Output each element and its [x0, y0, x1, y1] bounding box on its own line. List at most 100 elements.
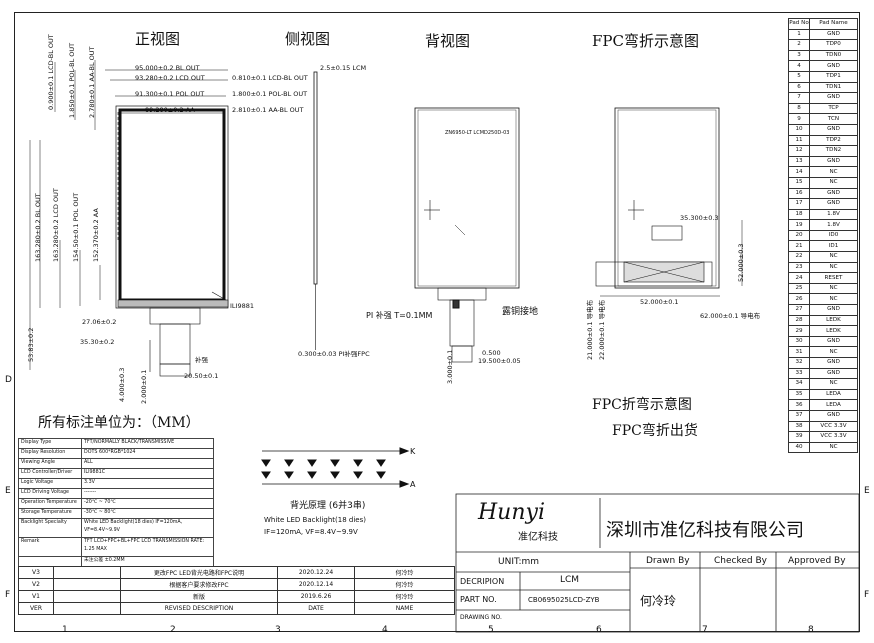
pad-number: 5 — [788, 70, 810, 83]
pad-name: GND — [809, 28, 858, 41]
pad-number: 40 — [788, 441, 810, 454]
pad-number: 16 — [788, 187, 810, 200]
dim-pi-fpc: 0.300±0.03 PI补强FPC — [298, 350, 370, 358]
rev-desc: 更改FPC LED背光电路和FPC说明 — [120, 566, 278, 579]
pad-name: NC — [809, 282, 858, 295]
pad-number: 9 — [788, 113, 810, 125]
rev-blank — [53, 578, 121, 591]
grid-col-2: 2 — [170, 625, 176, 635]
pad-name: NC — [809, 251, 858, 263]
pad-name: TDN1 — [809, 81, 858, 94]
approved-by-label: Approved By — [788, 556, 846, 566]
dim-v-aa: 152.370±0.2 AA — [92, 208, 100, 262]
grid-row-e: E — [5, 486, 11, 496]
pad-number: 14 — [788, 166, 810, 178]
note-small: 补强 — [195, 356, 208, 364]
rev-desc: 根据客户要求修改FPC — [120, 578, 278, 591]
front-view-drawing — [29, 60, 229, 377]
pad-name: GND — [809, 155, 858, 168]
pad-name: NC — [809, 378, 858, 390]
title-block-lines — [455, 493, 860, 633]
pad-name: ID0 — [809, 229, 858, 242]
pad-number: 7 — [788, 92, 810, 104]
pad-name: GND — [809, 198, 858, 210]
back-view-title: 背视图 — [425, 32, 471, 50]
pad-number: 6 — [788, 81, 810, 94]
spec-value: TFT LCD+FPC+BL+FPC LCD TRANSMISSION RATE… — [81, 537, 214, 557]
back-label: ZN6950-LT LCMD250D-03 — [445, 130, 510, 136]
pad-number: 15 — [788, 176, 810, 189]
rev-name: 何冷玲 — [354, 566, 455, 579]
dim-fpc-view-3: 52.000±0.3 — [737, 243, 745, 282]
dim-fpc-1: 27.06±0.2 — [82, 318, 117, 326]
dim-fpc-view-5: 22.000±0.1 导电布 — [598, 299, 606, 360]
dim-back-1: 0.500 — [482, 349, 501, 357]
drawing-frame — [14, 12, 860, 632]
spec-key: Logic Voltage — [18, 478, 82, 489]
spec-value: 3.3V — [81, 478, 214, 489]
dim-v-bl-out: 163.280±0.2 BL OUT — [34, 193, 42, 262]
spec-key: Display Resolution — [18, 448, 82, 459]
spec-key: LCD Driving Voltage — [18, 488, 82, 499]
spec-row: LCD Driving Voltage------- — [18, 488, 214, 499]
revision-header-row: VER REVISED DESCRIPTION DATE NAME — [18, 602, 455, 615]
spec-value: TFT/NORMALLY BLACK/TRANSMISSIVE — [81, 438, 214, 449]
unit-note: 所有标注单位为：（MM） — [38, 415, 200, 431]
grid-row-d: D — [5, 375, 12, 385]
dim-back-2: 19.500±0.05 — [478, 357, 521, 365]
pad-name: TDP2 — [809, 134, 858, 147]
pad-number: 3 — [788, 49, 810, 62]
pad-number: 29 — [788, 325, 810, 337]
pad-name: TDP0 — [809, 39, 858, 51]
dim-bl-out-width: 95.000±0.2 BL OUT — [135, 64, 200, 72]
backlight-line1: White LED Backlight(18 dies) — [264, 516, 366, 524]
grid-col-5: 5 — [488, 625, 494, 635]
dim-v-pol-out: 154.50±0.1 POL OUT — [72, 192, 80, 262]
dim-lcd-bl-out: 0.810±0.1 LCD-BL OUT — [232, 74, 308, 82]
pad-table-header: Pad No Pad Name — [788, 18, 858, 30]
dim-fpc-view-6: 62.000±0.1 导电布 — [700, 312, 761, 320]
pad-number: 38 — [788, 420, 810, 433]
dim-fpc-5: 2.000±0.1 — [140, 369, 148, 404]
rev-blank — [53, 566, 121, 579]
spec-value: ALL — [81, 458, 214, 469]
back-view-drawing — [414, 107, 520, 363]
pad-number: 27 — [788, 304, 810, 316]
pad-number: 26 — [788, 293, 810, 306]
pad-name: GND — [809, 357, 858, 369]
pad-name: NC — [809, 346, 858, 358]
company-logo-sub: 准亿科技 — [518, 532, 558, 543]
pad-name: 1.8V — [809, 219, 858, 231]
revision-row: V2 根据客户要求修改FPC 2020.12.14 何冷玲 — [18, 578, 455, 591]
pad-number: 4 — [788, 60, 810, 72]
fpc-bend-caption: FPC折弯示意图 — [592, 397, 692, 413]
spec-key: Backlight Specialty — [18, 518, 82, 538]
pad-number: 36 — [788, 399, 810, 411]
dim-aa-bl-out: 2.810±0.1 AA-BL OUT — [232, 106, 304, 114]
rev-date-header: DATE — [277, 602, 355, 615]
pad-name: RESET — [809, 272, 858, 284]
pad-number: 18 — [788, 208, 810, 221]
rev-name: 何冷玲 — [354, 578, 455, 591]
spec-key: Viewing Angle — [18, 458, 82, 469]
drawing-no-label: DRAWING NO. — [460, 614, 502, 621]
rev-desc-header: REVISED DESCRIPTION — [120, 602, 278, 615]
pad-number: 21 — [788, 240, 810, 253]
fpc-ship-caption: FPC弯折出货 — [612, 423, 698, 439]
dim-pol-bl-out: 1.800±0.1 POL-BL OUT — [232, 90, 308, 98]
descrip-label: DECRIPION — [460, 577, 505, 586]
